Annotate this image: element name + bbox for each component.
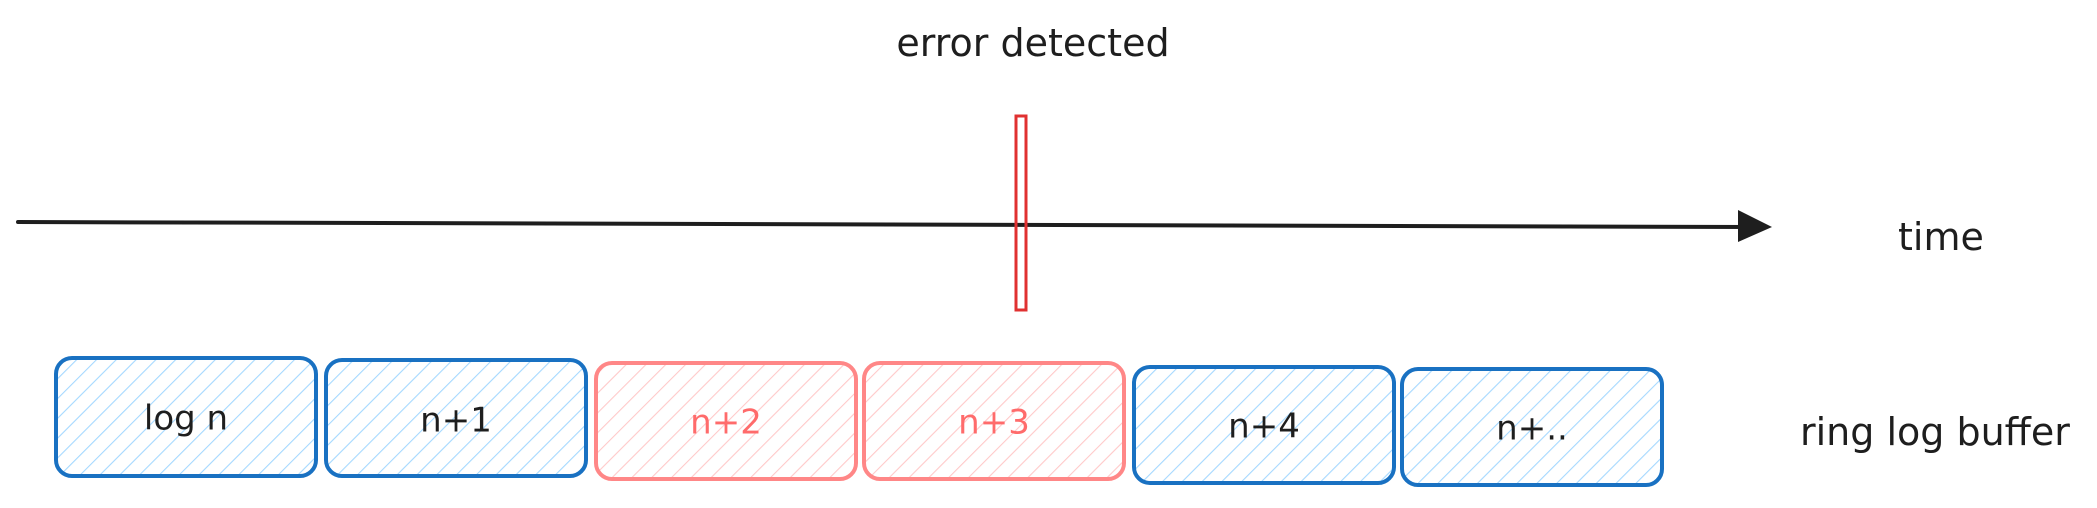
buffer-block: n+2: [594, 361, 858, 481]
buffer-block-shape: [324, 358, 588, 478]
buffer-block-shape: [594, 361, 858, 481]
buffer-block-label: n+..: [1496, 409, 1568, 449]
error-detected-label: error detected: [896, 21, 1169, 65]
buffer-block-label: n+3: [958, 403, 1030, 443]
buffer-block: n+..: [1400, 367, 1664, 487]
buffer-block-shape: [1132, 365, 1396, 485]
buffer-block-label: n+1: [420, 401, 492, 441]
time-axis-arrowhead-icon: [1738, 210, 1772, 242]
buffer-block: log n: [54, 356, 318, 478]
buffer-blocks: log n n+1 n+2 n+3 n+4 n+..: [54, 356, 1664, 487]
buffer-block-shape: [862, 361, 1126, 481]
buffer-block-shape: [54, 356, 318, 478]
buffer-block-label: log n: [144, 399, 228, 439]
error-marker: [1014, 114, 1028, 312]
ring-log-buffer-label: ring log buffer: [1800, 410, 2070, 454]
time-axis-line: [16, 220, 1754, 229]
buffer-block-label: n+4: [1228, 407, 1300, 447]
buffer-block: n+1: [324, 358, 588, 478]
buffer-block-shape: [1400, 367, 1664, 487]
buffer-block: n+4: [1132, 365, 1396, 485]
buffer-block: n+3: [862, 361, 1126, 481]
buffer-block-label: n+2: [690, 403, 762, 443]
time-label: time: [1898, 215, 1984, 259]
